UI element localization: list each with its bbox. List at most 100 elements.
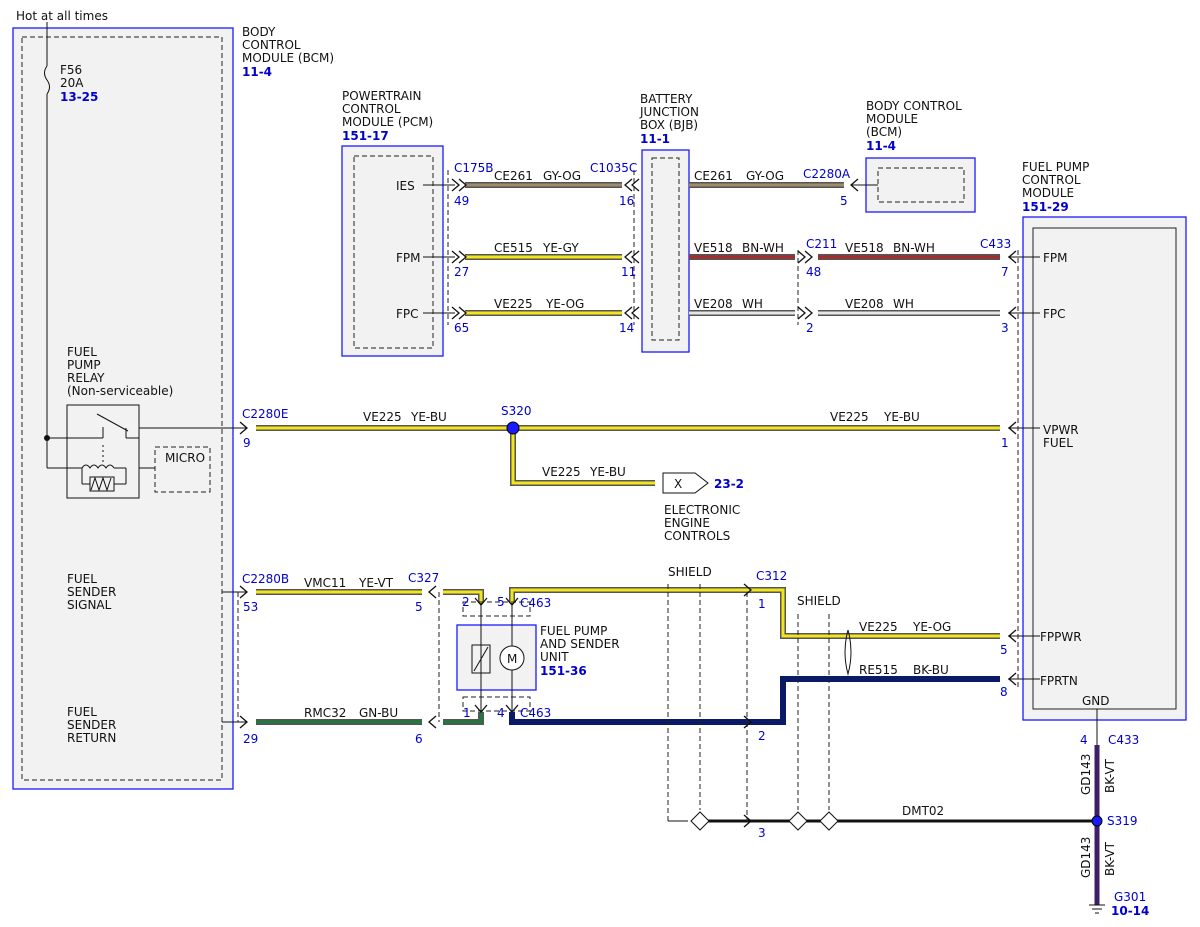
splice-s319 xyxy=(1091,815,1103,827)
pin-16: 16 xyxy=(619,194,634,208)
pin-1-pump: 1 xyxy=(463,706,471,720)
fuel-pump-name-3: UNIT xyxy=(540,650,569,664)
bcm-left-name-3: MODULE (BCM) xyxy=(242,51,334,65)
pin-27: 27 xyxy=(454,265,469,279)
pin-1-c312: 1 xyxy=(758,597,766,611)
relay-name-4: (Non-serviceable) xyxy=(67,384,173,398)
connector-c211: C211 xyxy=(806,237,837,251)
pin-1-vpwr: 1 xyxy=(1001,436,1009,450)
relay-junction-dot xyxy=(44,435,50,441)
fuel-pump-motor-symbol: M xyxy=(507,652,517,666)
fuse-ref: 13-25 xyxy=(60,90,98,104)
ground-ref: 10-14 xyxy=(1111,904,1149,918)
fpcm-ref: 151-29 xyxy=(1022,200,1069,214)
fpcm-pin-vpwr: VPWR xyxy=(1043,423,1079,437)
pcm-name-1: POWERTRAIN xyxy=(342,89,422,103)
fpcm-module xyxy=(1022,216,1187,721)
wire-label-ce515-code: CE515 xyxy=(494,241,533,255)
fpcm-pin-fprtn: FPRTN xyxy=(1040,674,1078,688)
pin-5-fppwr: 5 xyxy=(1000,643,1008,657)
wire-label-ve208-a-color: WH xyxy=(742,297,763,311)
pin-4-pump: 4 xyxy=(497,706,505,720)
pin-3-c312: 3 xyxy=(758,826,766,840)
bcm-left-name-2: CONTROL xyxy=(242,38,301,52)
wire-label-ce261-b-code: CE261 xyxy=(694,169,733,183)
ecu-symbol: X xyxy=(674,477,682,491)
pin-2-pump: 2 xyxy=(462,595,470,609)
wire-label-gd143-a-color: BK-VT xyxy=(1103,758,1117,793)
wire-label-ve518-b-color: BN-WH xyxy=(893,241,935,255)
wire-pump-pin2 xyxy=(443,589,484,603)
pin-4-gnd: 4 xyxy=(1080,733,1088,747)
bcm-pin-return-2: SENDER xyxy=(67,718,116,732)
labels: Hot at all times BODY CONTROL MODULE (BC… xyxy=(16,9,1149,918)
wire-label-rmc32-code: RMC32 xyxy=(304,706,346,720)
wire-re515 xyxy=(509,676,1000,725)
ecu-name-3: CONTROLS xyxy=(664,529,730,543)
bcm-pin-signal-2: SENDER xyxy=(67,585,116,599)
bjb-module xyxy=(641,149,690,353)
fpcm-pin-fppwr: FPPWR xyxy=(1040,630,1082,644)
relay-name-2: PUMP xyxy=(67,358,101,372)
wire-label-gd143-b-color: BK-VT xyxy=(1103,841,1117,876)
fpcm-pin-fuel: FUEL xyxy=(1043,436,1073,450)
wire-label-ve518-b-code: VE518 xyxy=(845,241,884,255)
fpcm-pin-gnd: GND xyxy=(1082,694,1110,708)
bcm-left-module xyxy=(12,27,234,790)
pin-6: 6 xyxy=(415,732,423,746)
connector-c463-bottom: C463 xyxy=(520,706,551,720)
wire-label-ve208-b-code: VE208 xyxy=(845,297,884,311)
fuel-pump-name-1: FUEL PUMP xyxy=(540,624,607,638)
pin-5-c327: 5 xyxy=(415,600,423,614)
pin-53: 53 xyxy=(243,600,258,614)
pin-49: 49 xyxy=(454,194,469,208)
wire-label-ve208-b-color: WH xyxy=(893,297,914,311)
bjb-name-2: JUNCTION xyxy=(639,105,699,119)
wire-label-ce261-b-color: GY-OG xyxy=(746,169,784,183)
ecu-name-1: ELECTRONIC xyxy=(664,503,740,517)
bcm-right-name-2: MODULE xyxy=(866,112,918,126)
pcm-pin-fpc: FPC xyxy=(396,307,419,321)
pcm-module xyxy=(341,145,444,357)
connector-c433: C433 xyxy=(980,237,1011,251)
wire-label-gd143-a-code: GD143 xyxy=(1079,754,1093,795)
connector-c2280a: C2280A xyxy=(803,167,851,181)
pcm-ref: 151-17 xyxy=(342,129,389,143)
pin-11: 11 xyxy=(621,265,636,279)
wire-ve225-branch xyxy=(510,428,655,486)
splice-s320 xyxy=(506,421,520,435)
wire-label-ve225-d-code: VE225 xyxy=(542,465,581,479)
wire-ve225-fppwr xyxy=(509,587,1000,639)
wire-label-ce515-color: YE-GY xyxy=(542,241,579,255)
fpcm-pin-fpm: FPM xyxy=(1043,251,1068,265)
connector-c1035c: C1035C xyxy=(590,161,637,175)
wire-label-gd143-b-code: GD143 xyxy=(1079,837,1093,878)
fuel-pump-ref: 151-36 xyxy=(540,664,587,678)
ecu-ref: 23-2 xyxy=(714,477,744,491)
pin-48: 48 xyxy=(806,265,821,279)
wire-label-ve225-b-code: VE225 xyxy=(363,410,402,424)
wire-label-ce261-a-code: CE261 xyxy=(494,169,533,183)
bcm-pin-return-1: FUEL xyxy=(67,705,97,719)
relay-name-1: FUEL xyxy=(67,345,97,359)
wire-label-ve225-c-color: YE-BU xyxy=(883,410,920,424)
pin-5-bcm: 5 xyxy=(840,194,848,208)
pin-2-c312: 2 xyxy=(758,729,766,743)
fpcm-name-2: CONTROL xyxy=(1022,173,1081,187)
connector-c463-top: C463 xyxy=(520,596,551,610)
relay-name-3: RELAY xyxy=(67,371,105,385)
fpcm-name-3: MODULE xyxy=(1022,186,1074,200)
wire-label-ce261-a-color: GY-OG xyxy=(543,169,581,183)
wire-label-ve225-e-color: YE-OG xyxy=(912,620,951,634)
bcm-right-name-1: BODY CONTROL xyxy=(866,99,962,113)
pin-7: 7 xyxy=(1001,265,1009,279)
splice-s320-label: S320 xyxy=(501,404,532,418)
pin-5-pump: 5 xyxy=(497,595,505,609)
relay-micro: MICRO xyxy=(165,451,205,465)
wire-label-re515-code: RE515 xyxy=(859,663,898,677)
wire-label-ve208-a-code: VE208 xyxy=(694,297,733,311)
fuse-rating: 20A xyxy=(60,76,84,90)
pin-14: 14 xyxy=(619,321,634,335)
connector-c312: C312 xyxy=(756,569,787,583)
